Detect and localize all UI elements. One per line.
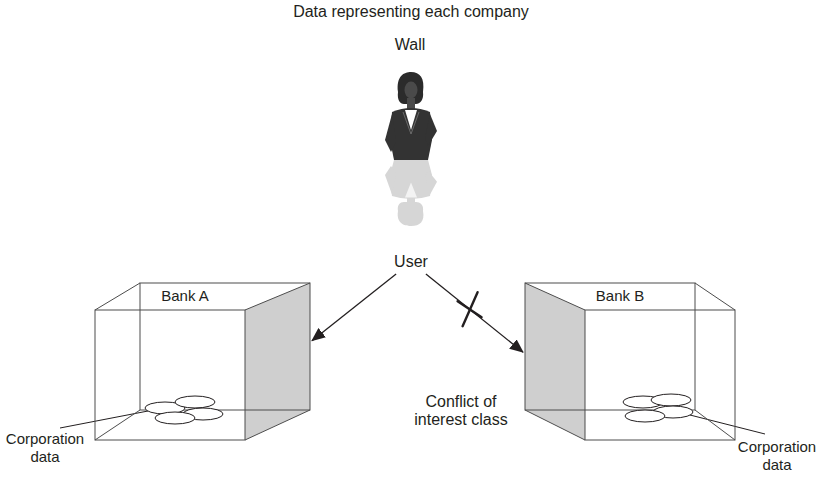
cube-front-face bbox=[95, 310, 245, 440]
cube-outline bbox=[95, 280, 312, 442]
bank-cube: Bank B bbox=[523, 280, 737, 442]
cube-back-face bbox=[140, 283, 310, 410]
data-label: Corporation data bbox=[3, 430, 87, 466]
user-label: User bbox=[394, 253, 428, 271]
woman-figure bbox=[385, 72, 437, 226]
edge-label: Conflict of interest class bbox=[405, 393, 517, 429]
cube-outline bbox=[523, 280, 737, 442]
cube-edge bbox=[95, 410, 140, 440]
cube-edge bbox=[245, 410, 310, 440]
data-label: Corporation data bbox=[735, 438, 819, 474]
bank-name: Bank B bbox=[596, 287, 644, 305]
cube-edge bbox=[695, 410, 735, 440]
data-ellipse bbox=[651, 394, 691, 406]
diagram-title: Data representing each company bbox=[293, 3, 529, 21]
figure-jacket bbox=[390, 108, 432, 160]
access-arrow bbox=[426, 274, 523, 352]
leader-line bbox=[690, 415, 765, 434]
figure-arm bbox=[425, 114, 437, 146]
figure-lapel bbox=[403, 112, 419, 134]
bank-name: Bank A bbox=[161, 287, 209, 305]
cube-front-face bbox=[585, 310, 735, 440]
data-ellipse bbox=[625, 410, 665, 422]
access-arrow bbox=[312, 274, 396, 341]
figure-arm bbox=[385, 114, 396, 152]
figure-face bbox=[405, 82, 418, 99]
data-ellipse bbox=[155, 412, 195, 424]
cube-shaded-face bbox=[245, 283, 310, 440]
cube-back-face bbox=[525, 283, 695, 410]
cube-edge bbox=[95, 283, 140, 310]
figure-shirt bbox=[405, 110, 417, 130]
data-ellipse bbox=[175, 396, 215, 408]
cube-edge bbox=[245, 283, 310, 310]
user-node: User bbox=[390, 251, 432, 273]
cube-shaded-face bbox=[525, 283, 585, 440]
cube-edge bbox=[695, 283, 735, 310]
cube-edge bbox=[525, 410, 585, 440]
wall-label: Wall bbox=[395, 36, 426, 54]
bank-cube: Bank A bbox=[95, 280, 312, 442]
cube-edge bbox=[525, 283, 585, 310]
figure-reflection bbox=[385, 160, 437, 226]
